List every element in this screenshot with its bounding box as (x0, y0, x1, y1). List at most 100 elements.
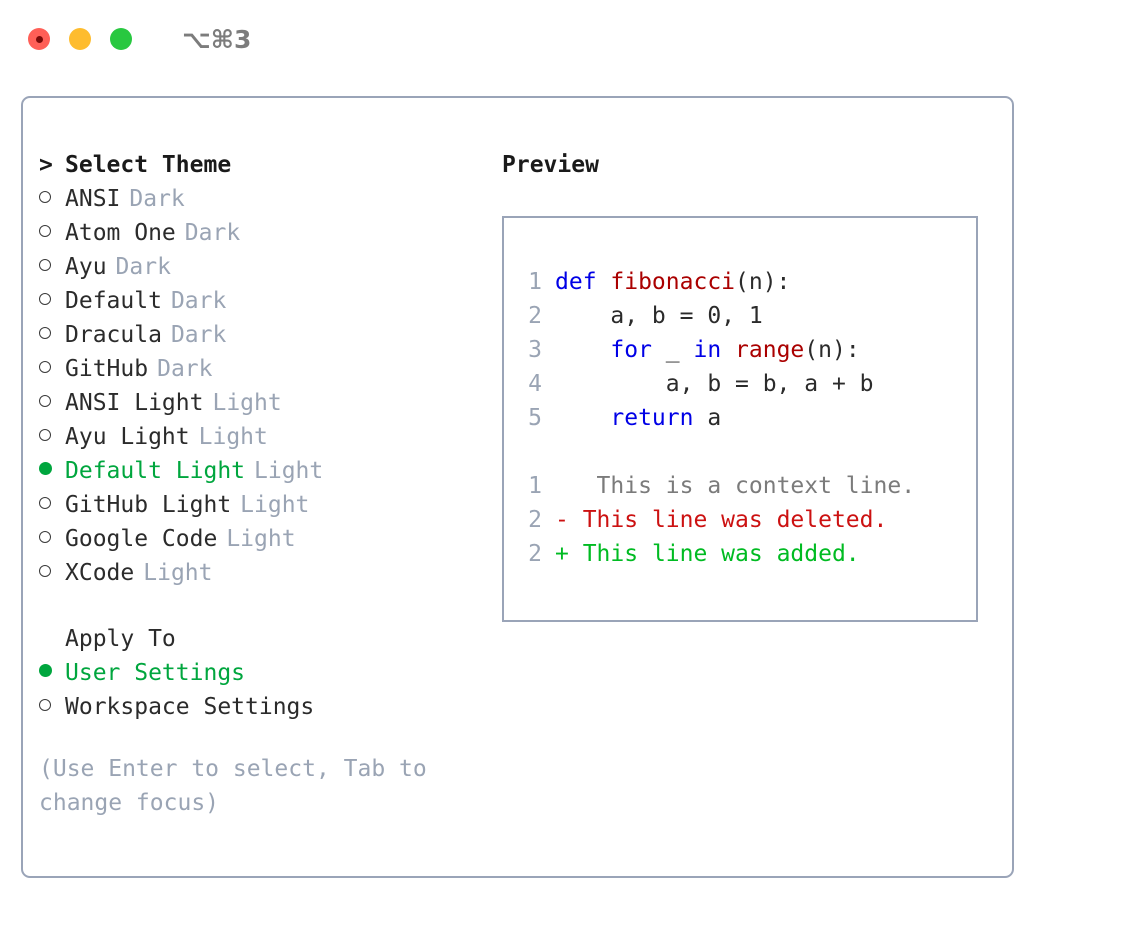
theme-name: GitHub (65, 356, 149, 382)
diff-line-text: This line was deleted. (568, 507, 888, 533)
code-token-plain (721, 337, 735, 363)
theme-list-item[interactable]: ANSI Light Light (39, 386, 479, 420)
theme-kind-badge: Dark (157, 356, 213, 382)
radio-selected-icon[interactable] (39, 462, 65, 478)
line-number: 4 (528, 371, 542, 397)
code-token-function: range (735, 337, 805, 363)
theme-name: Dracula (65, 322, 162, 348)
title-bar: ⌥⌘3 (0, 0, 1140, 78)
line-number: 2 (528, 541, 542, 567)
diff-sign: + (555, 541, 569, 567)
theme-list-item[interactable]: GitHub Dark (39, 352, 479, 386)
diff-sign: - (555, 507, 569, 533)
apply-to-header: Apply To (39, 622, 479, 656)
maximize-button[interactable] (110, 28, 132, 50)
diff-line-text: This is a context line. (568, 473, 916, 499)
radio-dot (39, 699, 51, 711)
code-token-plain: a, b = 0, 1 (555, 303, 763, 329)
spacer (516, 435, 968, 469)
theme-kind-badge: Light (240, 492, 310, 518)
line-number: 2 (528, 303, 542, 329)
apply-to-option-label: Workspace Settings (65, 694, 315, 720)
theme-kind-badge: Dark (115, 254, 171, 280)
theme-kind-badge: Light (226, 526, 296, 552)
radio-dot (39, 531, 51, 543)
select-theme-header: > Select Theme (39, 148, 479, 182)
theme-name: ANSI Light (65, 390, 204, 416)
preview-box: 1 def fibonacci(n): 2 a, b = 0, 1 3 for _ i… (502, 216, 978, 622)
prompt-caret-icon: > (39, 152, 53, 178)
theme-name: Default Light (65, 458, 246, 484)
radio-dot (39, 327, 51, 339)
radio-unselected-icon[interactable] (39, 191, 65, 206)
radio-dot (39, 565, 51, 577)
code-line-text: return a (555, 401, 721, 435)
select-theme-title: Select Theme (65, 152, 232, 178)
code-token-plain: a (693, 405, 722, 431)
radio-selected-icon[interactable] (39, 664, 65, 680)
theme-kind-badge: Light (212, 390, 282, 416)
radio-dot (39, 361, 51, 373)
theme-list-item[interactable]: GitHub Light Light (39, 488, 479, 522)
apply-to-option[interactable]: User Settings (39, 656, 479, 690)
theme-name: Default (65, 288, 162, 314)
code-token-function: fibonacci (610, 269, 736, 295)
line-number: 1 (528, 269, 542, 295)
line-number: 2 (528, 507, 542, 533)
window-shortcut-label: ⌥⌘3 (182, 24, 252, 54)
code-token-keyword: in (693, 337, 722, 363)
theme-list-item[interactable]: Dracula Dark (39, 318, 479, 352)
apply-to-option[interactable]: Workspace Settings (39, 690, 479, 724)
code-line-text: a, b = b, a + b (555, 367, 874, 401)
keyboard-hint-text: (Use Enter to select, Tab to change focu… (39, 756, 427, 816)
radio-dot (39, 497, 51, 509)
radio-dot (39, 462, 52, 475)
code-line: 3 for _ in range(n): (516, 333, 968, 367)
traffic-lights (28, 28, 132, 50)
radio-dot (39, 225, 51, 237)
radio-unselected-icon[interactable] (39, 699, 65, 714)
radio-unselected-icon[interactable] (39, 259, 65, 274)
code-lines: 1 def fibonacci(n): 2 a, b = 0, 1 3 for _ i… (516, 265, 968, 435)
code-line-text: for _ in range(n): (555, 333, 859, 367)
minimize-button[interactable] (69, 28, 91, 50)
code-sample: 1 def fibonacci(n): 2 a, b = 0, 1 3 for _ i… (516, 265, 968, 571)
code-token-keyword: return (610, 405, 694, 431)
line-number: 3 (528, 337, 542, 363)
code-token-plain: a, b = b, a + b (555, 371, 874, 397)
radio-unselected-icon[interactable] (39, 293, 65, 308)
diff-line-text: This line was added. (568, 541, 860, 567)
spacer (39, 590, 479, 622)
theme-name: GitHub Light (65, 492, 232, 518)
close-button[interactable] (28, 28, 50, 50)
radio-unselected-icon[interactable] (39, 531, 65, 546)
diff-lines: 1 This is a context line. 2- This line wa… (516, 469, 968, 571)
radio-unselected-icon[interactable] (39, 429, 65, 444)
theme-kind-badge: Light (143, 560, 213, 586)
code-token-plain: _ (651, 337, 694, 363)
radio-dot (39, 259, 51, 271)
code-token-keyword: for (610, 337, 652, 363)
radio-dot (39, 191, 51, 203)
radio-unselected-icon[interactable] (39, 225, 65, 240)
radio-unselected-icon[interactable] (39, 327, 65, 342)
radio-unselected-icon[interactable] (39, 361, 65, 376)
apply-to-option-label: User Settings (65, 660, 246, 686)
radio-unselected-icon[interactable] (39, 565, 65, 580)
theme-kind-badge: Dark (170, 322, 227, 348)
radio-unselected-icon[interactable] (39, 497, 65, 512)
radio-unselected-icon[interactable] (39, 395, 65, 410)
code-line-text: def fibonacci(n): (555, 265, 790, 299)
diff-line-context: 1 This is a context line. (516, 469, 968, 503)
